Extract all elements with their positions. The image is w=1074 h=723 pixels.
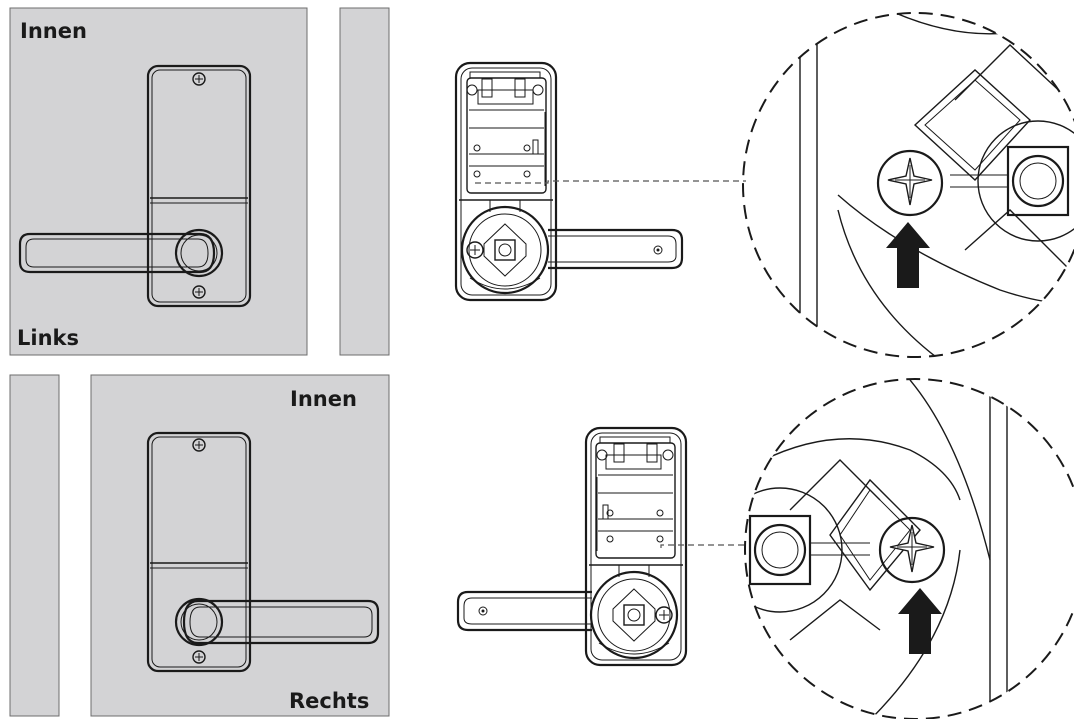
bottom-detail-callout — [744, 378, 1074, 720]
screw-icon — [192, 72, 206, 86]
up-arrow-icon — [886, 222, 930, 288]
screw-icon — [192, 285, 206, 299]
right-side-label: Rechts — [289, 689, 369, 713]
screw-icon — [653, 245, 663, 255]
screw-icon — [466, 241, 484, 259]
right-inside-label: Innen — [290, 387, 357, 411]
top-leader-line — [475, 180, 746, 184]
bottom-lock-back-view — [456, 426, 688, 667]
top-detail-callout — [742, 12, 1074, 358]
left-side-label: Links — [17, 326, 79, 350]
screw-icon — [192, 650, 206, 664]
left-inside-label: Innen — [20, 19, 87, 43]
screw-icon — [876, 149, 944, 217]
left-door-frame — [339, 7, 390, 356]
right-lock-body — [146, 431, 252, 673]
screw-icon — [655, 606, 673, 624]
up-arrow-icon — [898, 588, 942, 654]
right-lever-handle — [174, 597, 380, 647]
screw-icon — [878, 516, 946, 584]
bottom-leader-line — [660, 544, 746, 548]
screw-icon — [192, 438, 206, 452]
right-door-frame — [9, 374, 60, 717]
screw-icon — [478, 606, 488, 616]
left-lock-body — [146, 64, 252, 308]
left-door-panel: Innen Links — [9, 7, 390, 356]
right-door-panel: Innen Rechts — [9, 374, 390, 717]
left-lever-handle — [18, 228, 224, 278]
